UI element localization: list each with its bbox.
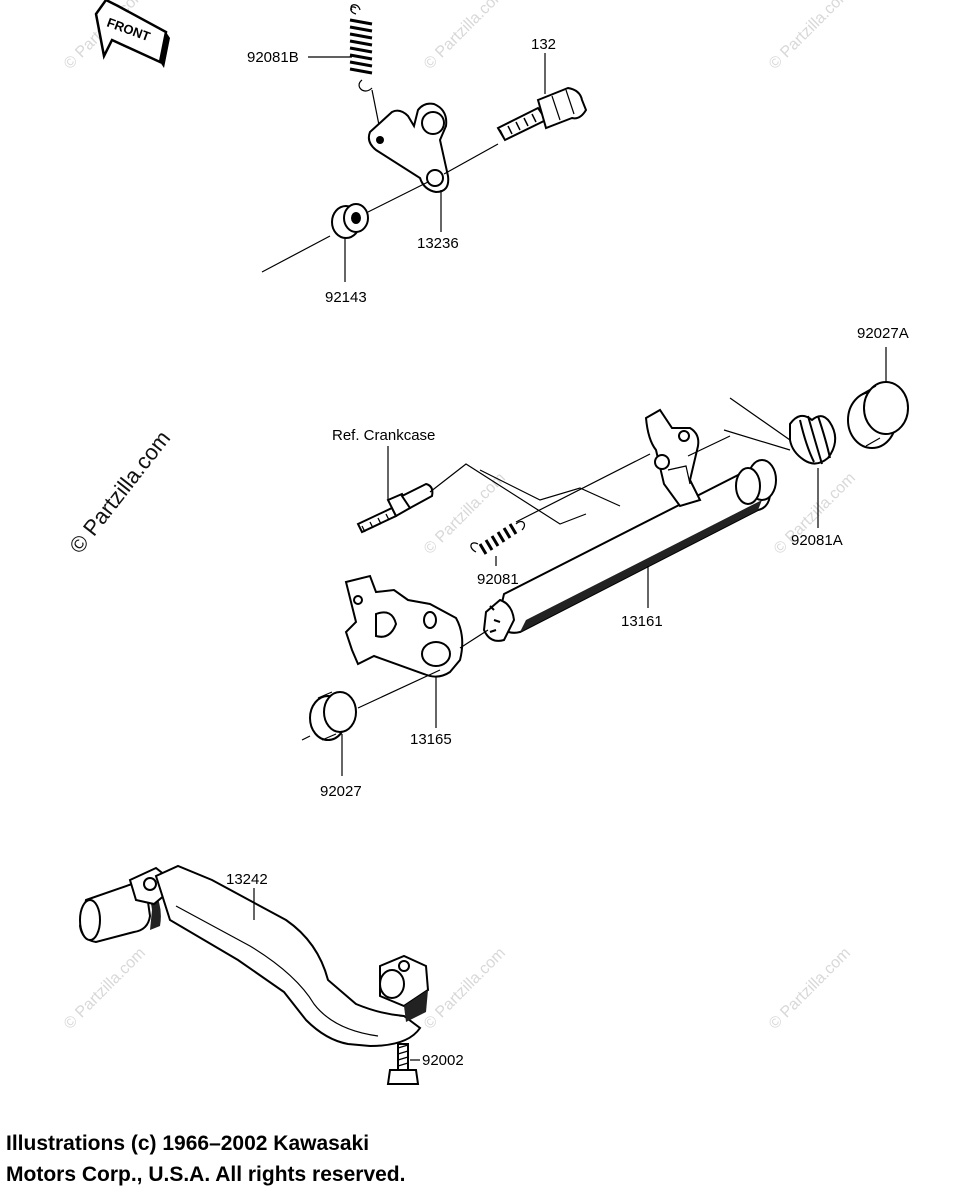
bolt-92002 xyxy=(386,1043,420,1085)
part-label-92002: 92002 xyxy=(422,1052,464,1069)
part-label-13242: 13242 xyxy=(226,871,268,888)
spring-92081a xyxy=(723,397,837,465)
watermark: © Partzilla.com xyxy=(421,0,509,73)
part-label-92081b: 92081B xyxy=(247,49,299,66)
part-label-132: 132 xyxy=(531,36,556,53)
arm-13236 xyxy=(367,102,450,194)
part-label-92081a: 92081A xyxy=(791,532,843,549)
ref-crankcase-label: Ref. Crankcase xyxy=(332,427,435,444)
part-label-13161: 13161 xyxy=(621,613,663,630)
crankcase-bolt xyxy=(356,482,434,534)
spring-92081 xyxy=(470,520,526,555)
watermark: © Partzilla.com xyxy=(766,0,854,73)
copyright-notice: Illustrations (c) 1966–2002 Kawasaki Mot… xyxy=(6,1128,405,1190)
partzilla-watermark: © Partzilla.com xyxy=(64,426,175,558)
bushing-92143 xyxy=(331,203,369,239)
shift-arm-plate xyxy=(644,408,702,508)
watermark: © Partzilla.com xyxy=(766,945,854,1033)
seal-92027a xyxy=(847,381,909,449)
copyright-line-1: Illustrations (c) 1966–2002 Kawasaki xyxy=(6,1132,370,1155)
part-label-13236: 13236 xyxy=(417,235,459,252)
part-label-13165: 13165 xyxy=(410,731,452,748)
part-label-92081: 92081 xyxy=(477,571,519,588)
copyright-line-2: Motors Corp., U.S.A. All rights reserved… xyxy=(6,1163,406,1186)
watermark: © Partzilla.com xyxy=(421,945,509,1033)
watermark: © Partzilla.com xyxy=(61,945,149,1033)
shift-pedal-13242 xyxy=(78,864,430,1048)
part-label-92143: 92143 xyxy=(325,289,367,306)
part-label-92027: 92027 xyxy=(320,783,362,800)
front-arrow-icon: FRONT xyxy=(94,0,170,68)
spring-92081b xyxy=(349,4,381,131)
shaft-13161 xyxy=(482,459,777,642)
bolt-132 xyxy=(496,86,588,142)
part-label-92027a: 92027A xyxy=(857,325,909,342)
seal-92027 xyxy=(309,691,357,741)
plate-13165 xyxy=(344,574,464,678)
